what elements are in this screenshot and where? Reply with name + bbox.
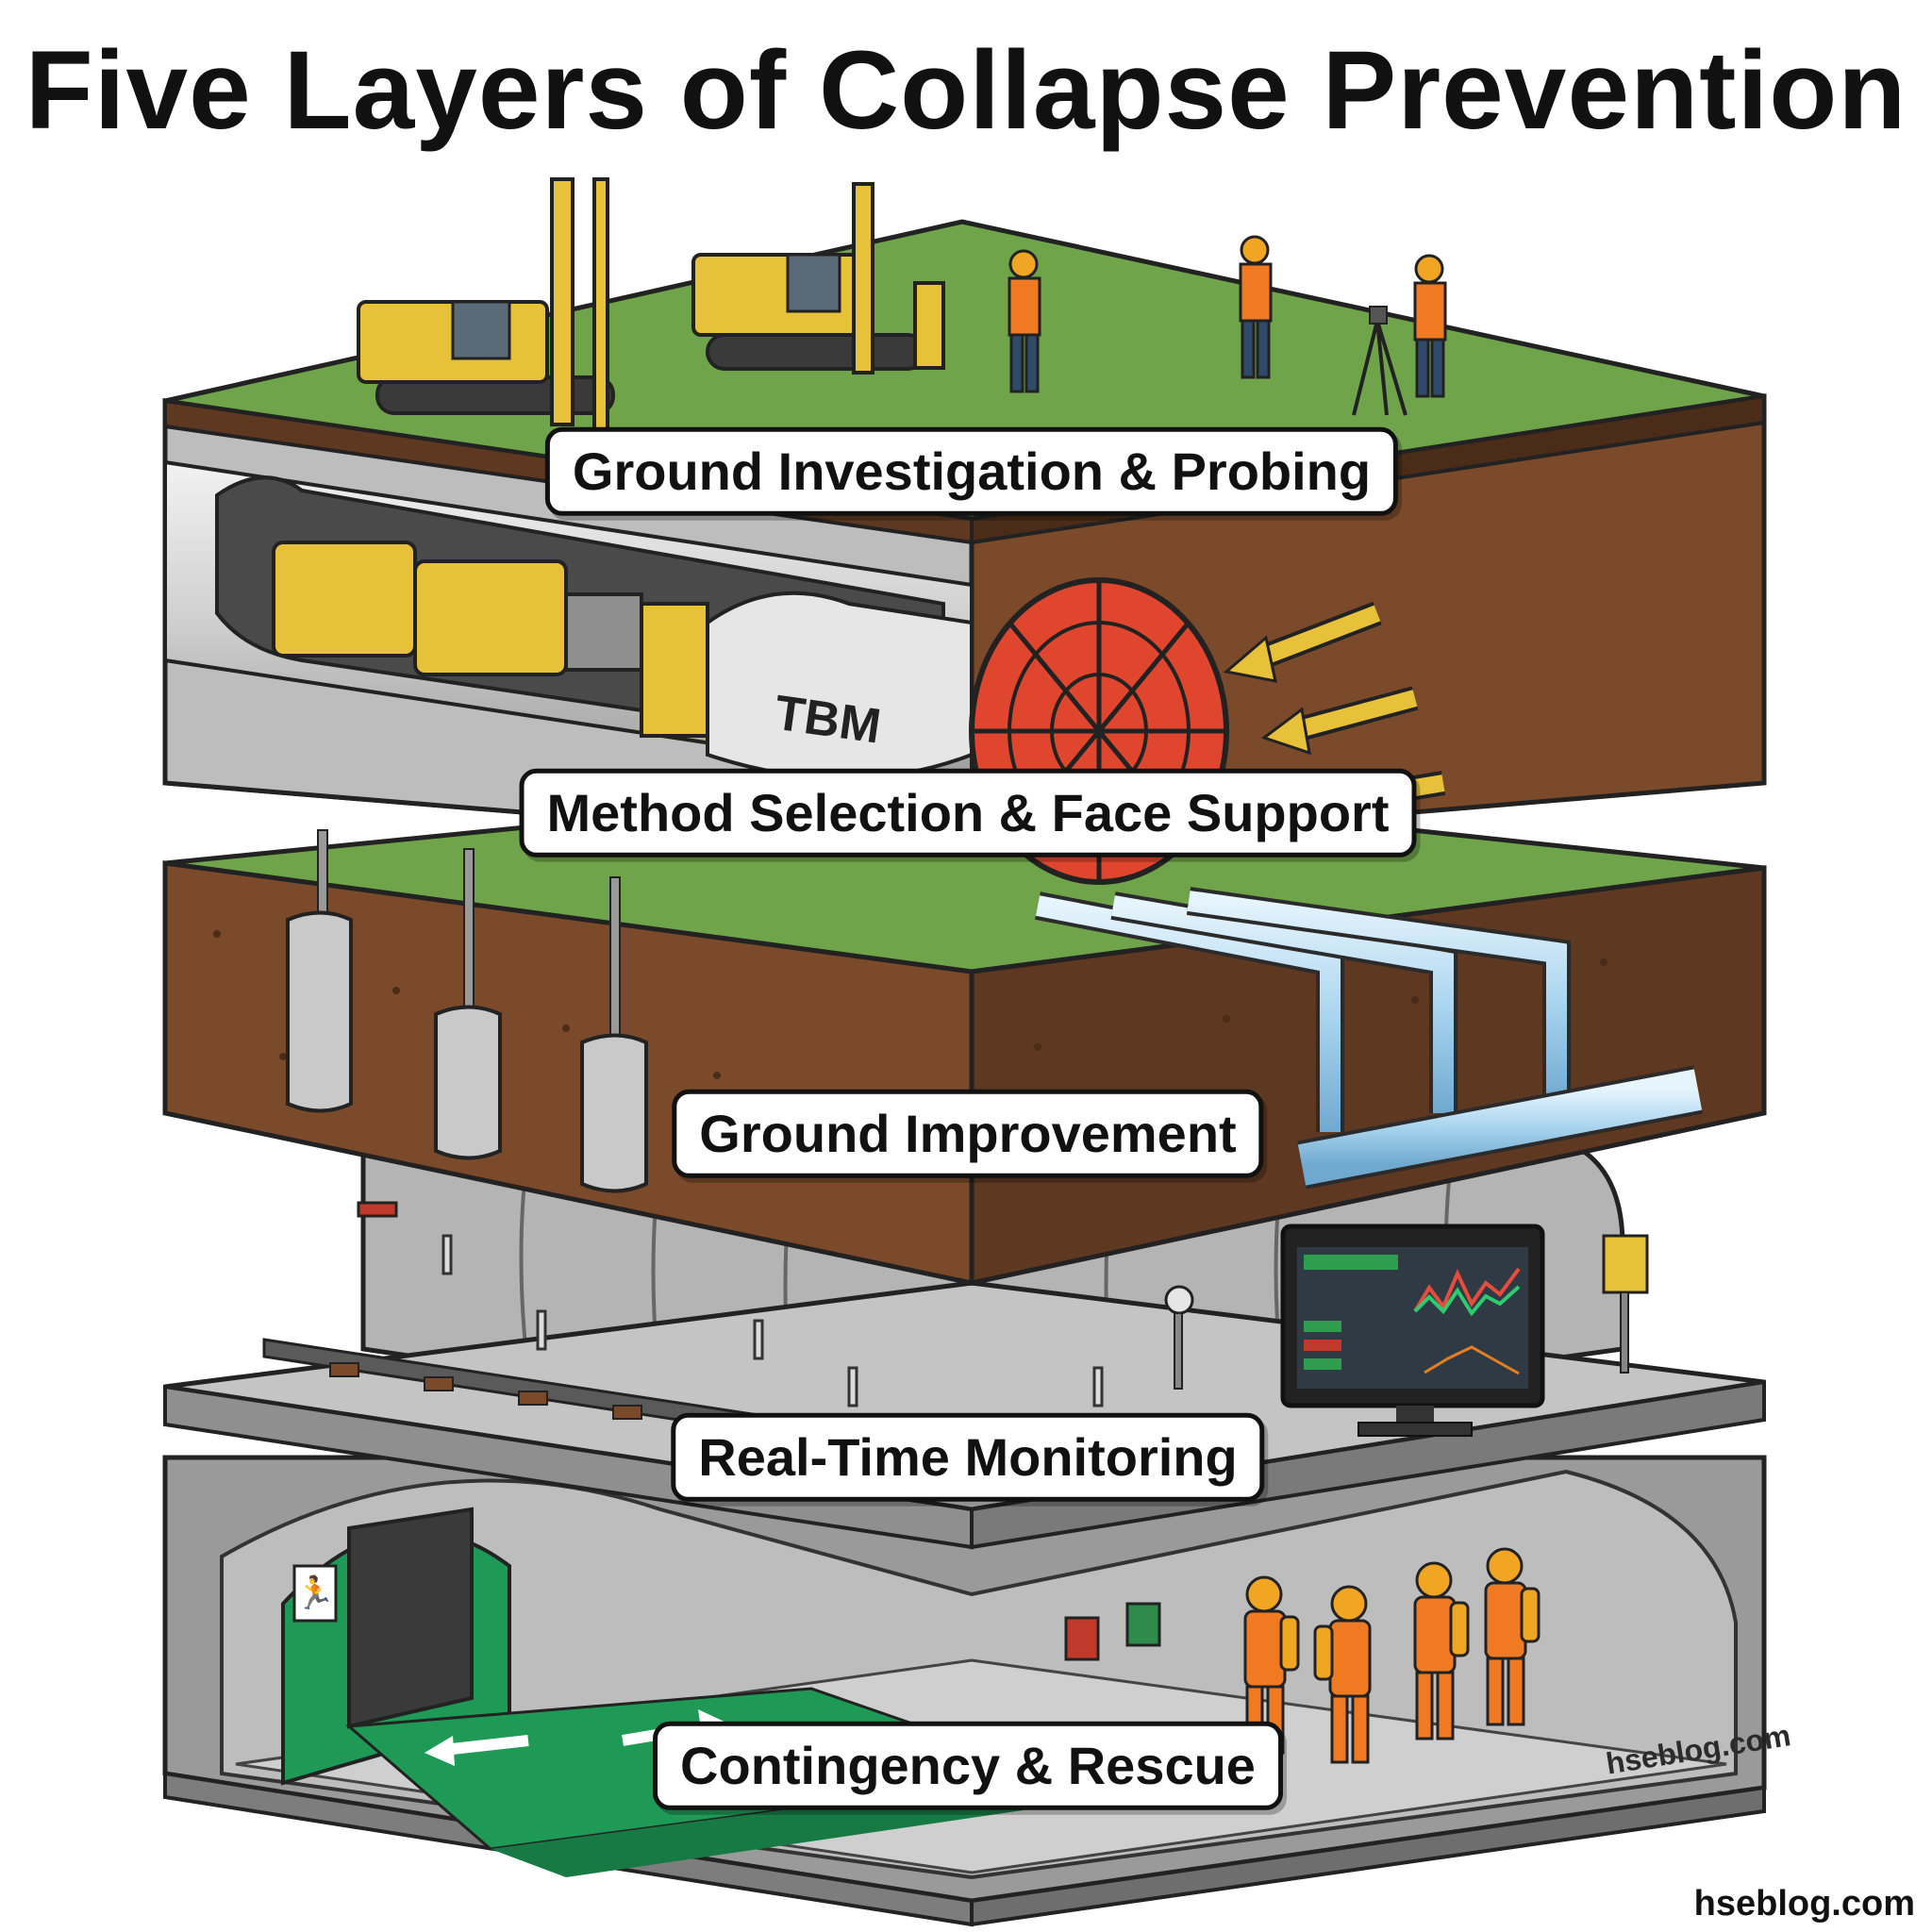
control-box bbox=[1125, 1602, 1161, 1647]
monitoring-screen bbox=[1280, 1224, 1545, 1437]
page-title: Five Layers of Collapse Prevention bbox=[25, 28, 1907, 153]
layer-label-real-time-monitoring: Real-Time Monitoring bbox=[671, 1412, 1265, 1503]
site-engineers bbox=[1008, 235, 1447, 416]
gauge-box bbox=[1602, 1234, 1649, 1294]
survey-tripod bbox=[1352, 320, 1407, 416]
svg-text:🏃: 🏃 bbox=[295, 1574, 335, 1612]
rescue-team bbox=[1243, 1547, 1541, 1764]
drilling-rig bbox=[357, 177, 615, 436]
layer-label-ground-investigation: Ground Investigation & Probing bbox=[544, 426, 1399, 517]
alarm-box bbox=[1064, 1616, 1100, 1661]
layer-label-method-selection: Method Selection & Face Support bbox=[519, 768, 1417, 858]
layer-label-contingency-rescue: Contingency & Rescue bbox=[653, 1721, 1283, 1811]
watermark-corner: hseblog.com bbox=[1693, 1884, 1915, 1924]
grout-columns bbox=[286, 829, 648, 1193]
camera-icon bbox=[1164, 1285, 1194, 1315]
drilling-rig bbox=[691, 182, 945, 375]
dewatering-pipes bbox=[1035, 887, 1703, 1190]
layer-label-ground-improvement: Ground Improvement bbox=[672, 1089, 1264, 1179]
tbm-machinery: TBM bbox=[272, 541, 974, 780]
